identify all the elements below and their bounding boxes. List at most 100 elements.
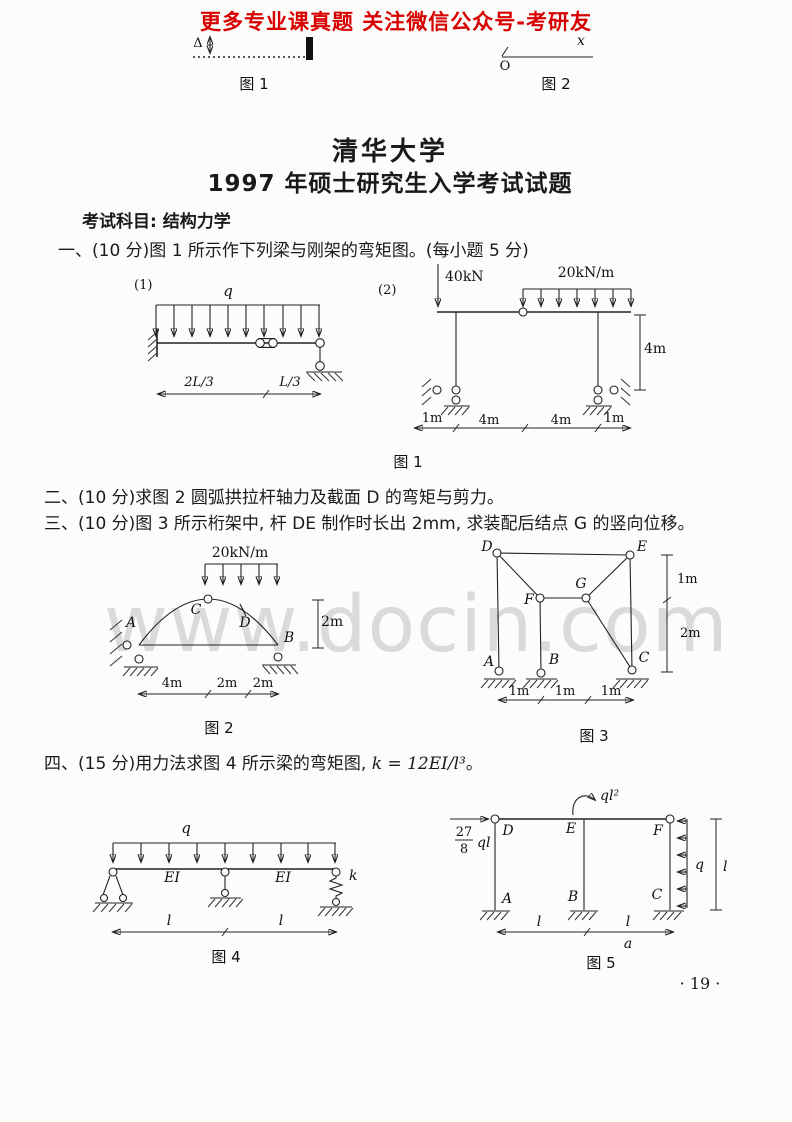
bottom-dimension: 1m 1m 1m [499, 684, 633, 705]
node-f-label: F [652, 823, 664, 839]
distributed-load [156, 304, 320, 336]
fixed-support-b [567, 910, 598, 921]
bottom-dimension: 4m 2m 2m [139, 676, 278, 699]
dim-4m-right: 4m [551, 413, 572, 428]
node-f-label: F [523, 592, 535, 608]
node-c-label: C [639, 650, 650, 666]
dim-1m-right: 1m [604, 411, 625, 426]
node-a-label: A [124, 615, 136, 631]
dim-2m-right: 2m [253, 676, 274, 691]
height-dimension: l [710, 818, 727, 911]
figure-3-diagram: D E F G A B C 1m 2m 1m [480, 539, 701, 745]
force-numerator: 27 [456, 825, 473, 840]
dist-load-label: 20kN/m [212, 545, 269, 561]
horizontal-force: 27 8 ql [450, 819, 490, 857]
figure-4-caption: 图 4 [211, 948, 240, 966]
fig1-part2-frame: (2) 40kN 20kN/m [378, 264, 666, 433]
side-distributed-load: q [678, 819, 704, 908]
left-pin-roller-support [92, 867, 133, 913]
support-c [612, 678, 649, 689]
x-axis-label: x [577, 33, 585, 49]
dim-l3: L/3 [278, 375, 300, 390]
dim-1m-c: 1m [601, 684, 622, 699]
node-b-label: B [567, 889, 578, 905]
dim-2m-mid: 2m [217, 676, 238, 691]
middle-roller-support [207, 867, 244, 908]
dim-2m-lower: 2m [680, 626, 701, 641]
prev-fig2-caption: 图 2 [541, 75, 570, 93]
support-b [522, 678, 559, 689]
rise-dimension: 2m [312, 599, 343, 649]
fixed-support-a [479, 910, 510, 921]
node-e-label: E [565, 821, 576, 837]
arch [138, 598, 279, 646]
ei-left-label: EI [163, 870, 180, 886]
hinge-f [665, 814, 675, 824]
prev-fig1-caption: 图 1 [239, 75, 268, 93]
figure-1-caption: 图 1 [393, 453, 422, 471]
bottom-dimension: 1m 4m 4m 1m [415, 411, 630, 433]
left-wall-support [109, 619, 159, 677]
spring-k-label: k [349, 868, 357, 884]
figure-3-caption: 图 3 [579, 727, 608, 745]
exam-title: 1997 年硕士研究生入学考试试题 [207, 171, 573, 197]
beam-end-bar [306, 37, 313, 60]
force-symbol: ql [477, 835, 490, 851]
q4-text: 四、(15 分)用力法求图 4 所示梁的弯矩图, [44, 754, 372, 774]
figure-2-diagram: 20kN/m A C D B [109, 545, 343, 737]
dim-1m-b: 1m [555, 684, 576, 699]
left-base-hinge [440, 385, 470, 416]
left-wall-roller [421, 378, 442, 406]
figure-2-caption: 图 2 [204, 719, 233, 737]
moment-load: ql² [572, 788, 619, 816]
node-d-label: D [480, 539, 492, 555]
ei-right-label: EI [274, 870, 291, 886]
section-d-tick [239, 603, 247, 617]
node-d-label: D [501, 823, 513, 839]
question-2: 二、(10 分)求图 2 圆弧拱拉杆轴力及截面 D 的弯矩与剪力。 [44, 488, 504, 508]
node-e-label: E [636, 539, 647, 555]
distributed-load-20kNm: 20kN/m [523, 265, 631, 306]
subject-line: 考试科目: 结构力学 [82, 212, 231, 232]
figure-5-diagram: ql² 27 8 ql D E F A B C q [450, 788, 727, 972]
dim-4m-left: 4m [479, 413, 500, 428]
prev-fig1-fragment: Δ 图 1 [193, 36, 313, 93]
right-dimension: 1m 2m [661, 554, 701, 673]
q4-end: 。 [465, 754, 483, 774]
load-q-label: q [223, 282, 233, 300]
point-load-40kN: 40kN [438, 264, 484, 306]
node-c-label: C [652, 887, 663, 903]
page-number: · 19 · [679, 974, 721, 993]
dim-2l3: 2L/3 [183, 375, 214, 390]
distributed-load [113, 842, 336, 862]
dim-l-right: l [626, 914, 630, 930]
point-load-label: 40kN [445, 269, 484, 285]
question-4: 四、(15 分)用力法求图 4 所示梁的弯矩图, k = 12EI/l³。 [44, 749, 483, 774]
part2-tag: (2) [378, 283, 396, 298]
node-a-label: A [482, 654, 494, 670]
question-3: 三、(10 分)图 3 所示桁架中, 杆 DE 制作时长出 2mm, 求装配后结… [44, 514, 695, 534]
part1-tag: (1) [134, 278, 152, 293]
node-b-label: B [548, 652, 559, 668]
prev-fig2-fragment: O x 图 2 [500, 33, 593, 93]
distributed-load: 20kN/m [205, 545, 278, 584]
dim-1m-left: 1m [422, 411, 443, 426]
force-denominator: 8 [460, 842, 468, 857]
question-1: 一、(10 分)图 1 所示作下列梁与刚架的弯矩图。(每小题 5 分) [58, 241, 529, 261]
fixed-support-c [652, 910, 684, 921]
right-wall-roller [609, 378, 631, 406]
side-load-label: q [695, 857, 704, 873]
spring-support [317, 867, 354, 917]
load-q-label: q [181, 819, 191, 837]
roller-support [306, 338, 344, 382]
dimension-line: 2L/3 L/3 [158, 375, 320, 399]
node-g-label: G [575, 576, 586, 592]
mid-hinge [518, 307, 528, 317]
height-label: 4m [644, 341, 666, 357]
dim-4m: 4m [162, 676, 183, 691]
figure-4-diagram: q EI EI k [92, 819, 357, 966]
promo-header: 更多专业课真题 关注微信公众号-考研友 [199, 10, 593, 34]
previous-page-figures: Δ 图 1 O x 图 2 [193, 33, 593, 93]
bottom-dimension: l l [113, 913, 336, 937]
